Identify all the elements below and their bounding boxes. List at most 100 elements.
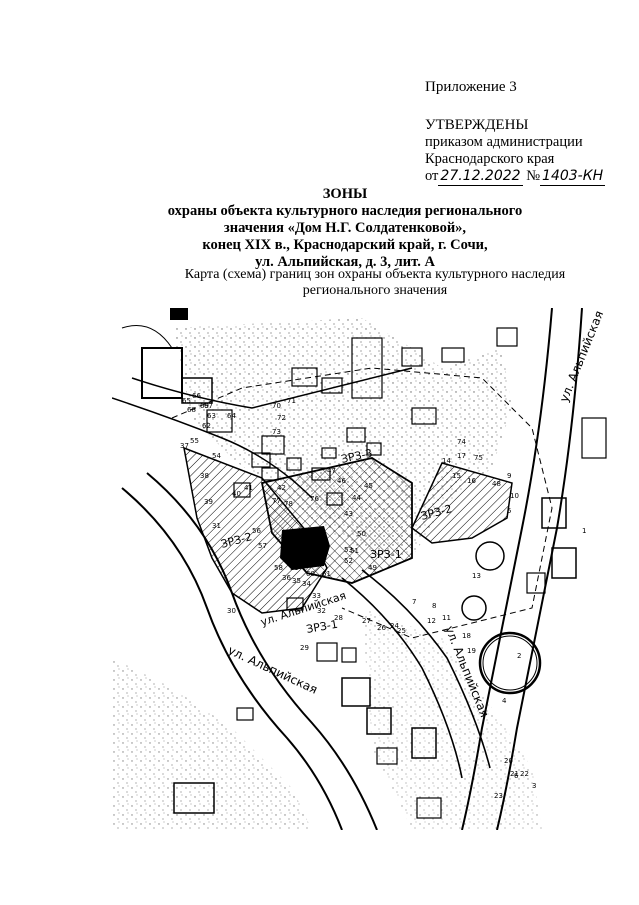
point-number: 35 (292, 577, 301, 585)
point-number: 1 (582, 527, 586, 535)
point-number: 64 (227, 412, 236, 420)
point-number: 20 (504, 757, 513, 765)
zone-map: ЗРЗ-3 ЗРЗ-1 ЗРЗ-1 ЗРЗ-2 ЗРЗ-2 ул. Альпий… (112, 308, 618, 830)
number-prefix: № (526, 168, 541, 184)
building (141, 347, 183, 399)
caption-line-1: Карта (схема) границ зон охраны объекта … (184, 267, 566, 282)
point-number: 54 (212, 452, 221, 460)
point-number: 2 (517, 652, 521, 660)
point-number: 63 (207, 412, 216, 420)
point-number: 19 (467, 647, 476, 655)
point-number: 34 (302, 580, 311, 588)
point-number: 67 (204, 402, 213, 410)
point-number: 38 (200, 472, 209, 480)
point-number: 53 (344, 546, 353, 554)
point-number: 60 (306, 570, 315, 578)
street-edge (121, 487, 343, 830)
point-number: 11 (442, 614, 451, 622)
reservoir-large-inner (482, 635, 538, 691)
point-number: 36 (282, 574, 291, 582)
building (173, 782, 215, 814)
building (376, 747, 398, 765)
reservoir-large (478, 631, 542, 695)
point-number: 41 (244, 484, 253, 492)
building (411, 407, 437, 425)
point-number: 44 (352, 494, 361, 502)
building (181, 377, 213, 404)
order-issuer-line1: приказом администрации (425, 134, 583, 150)
street-edge (341, 577, 463, 779)
point-number: 21 (510, 770, 519, 778)
street-edge (112, 397, 313, 499)
point-number: 14 (442, 457, 451, 465)
building (541, 497, 567, 529)
approval-block: УТВЕРЖДЕНЫ приказом администрации Красно… (425, 117, 606, 186)
street-edge (496, 308, 583, 830)
point-number: 29 (300, 644, 309, 652)
building (251, 452, 271, 468)
point-number: 22 (520, 770, 529, 778)
point-number: 71 (287, 397, 296, 405)
building (286, 457, 302, 471)
point-number: 17 (457, 452, 466, 460)
building (326, 492, 343, 506)
order-number: 1403-КН (540, 168, 606, 186)
point-number: 28 (334, 614, 343, 622)
building (551, 547, 577, 579)
building (351, 337, 383, 399)
building (236, 707, 254, 721)
street-edge (131, 367, 413, 409)
point-number: 33 (312, 592, 321, 600)
building (206, 409, 233, 433)
point-number: 73 (272, 428, 281, 436)
point-number: 52 (344, 557, 353, 565)
point-number: 32 (317, 607, 326, 615)
point-number: 46 (337, 477, 346, 485)
boundary-point-numbers: 1 2 3 4 5 6 7 8 9 10 11 12 13 14 15 16 1… (180, 392, 586, 800)
point-number: 24 (390, 622, 399, 630)
building (411, 727, 437, 759)
point-number: 50 (357, 530, 366, 538)
point-number: 65 (182, 397, 191, 405)
point-number: 39 (204, 498, 213, 506)
approved-heading: УТВЕРЖДЕНЫ (425, 117, 529, 133)
building (341, 647, 357, 663)
point-number: 10 (510, 492, 519, 500)
title-line-3: значения «Дом Н.Г. Солдатенковой», (223, 220, 467, 236)
heritage-object-footprint (280, 526, 330, 570)
appendix-label: Приложение 3 (425, 79, 517, 95)
building (341, 677, 371, 707)
street-edge (361, 569, 491, 769)
point-number: 51 (350, 547, 359, 555)
caption-line-2: регионального значения (302, 283, 448, 298)
contour-line (121, 325, 173, 349)
title-line-5: ул. Альпийская, д. 3, лит. А (255, 254, 435, 270)
point-number: 25 (397, 627, 406, 635)
terrain-area (112, 658, 312, 830)
point-number: 6 (514, 772, 519, 780)
point-number: 61 (322, 570, 331, 578)
point-number: 49 (368, 564, 377, 572)
building (441, 347, 465, 363)
point-number: 37 (180, 442, 189, 450)
building (366, 707, 392, 735)
map-caption: Карта (схема) границ зон охраны объекта … (110, 267, 639, 299)
point-number: 18 (462, 632, 471, 640)
point-number: 23 (494, 792, 503, 800)
point-number: 13 (472, 572, 481, 580)
point-number: 62 (202, 422, 211, 430)
building (261, 435, 285, 455)
point-number: 3 (532, 782, 536, 790)
point-number: 58 (274, 564, 283, 572)
terrain-area (362, 608, 542, 830)
point-number: 68 (187, 406, 196, 414)
building (233, 482, 251, 498)
building (316, 642, 338, 662)
building (526, 572, 546, 594)
point-number: 75 (474, 454, 483, 462)
order-date: 27.12.2022 (438, 168, 523, 186)
point-number: 77 (272, 497, 281, 505)
point-number: 5 (507, 507, 511, 515)
point-number: 78 (284, 500, 293, 508)
